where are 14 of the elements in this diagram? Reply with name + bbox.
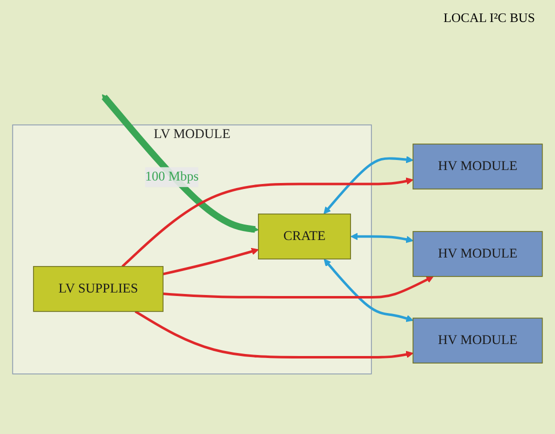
arrow <box>122 178 414 268</box>
arrow <box>102 94 259 233</box>
arrow <box>162 276 434 299</box>
arrow <box>162 248 259 276</box>
module-box: CRATE <box>258 214 351 260</box>
module-box: HV MODULE <box>412 318 543 364</box>
bus-label: LOCAL I²C BUS <box>442 9 536 27</box>
arrow <box>134 310 414 358</box>
arrow <box>324 258 414 322</box>
module-box: LV SUPPLIES <box>33 266 164 312</box>
module-box: HV MODULE <box>412 231 543 277</box>
arrow <box>324 156 414 214</box>
module-box: HV MODULE <box>412 144 543 190</box>
arrow <box>350 232 414 244</box>
